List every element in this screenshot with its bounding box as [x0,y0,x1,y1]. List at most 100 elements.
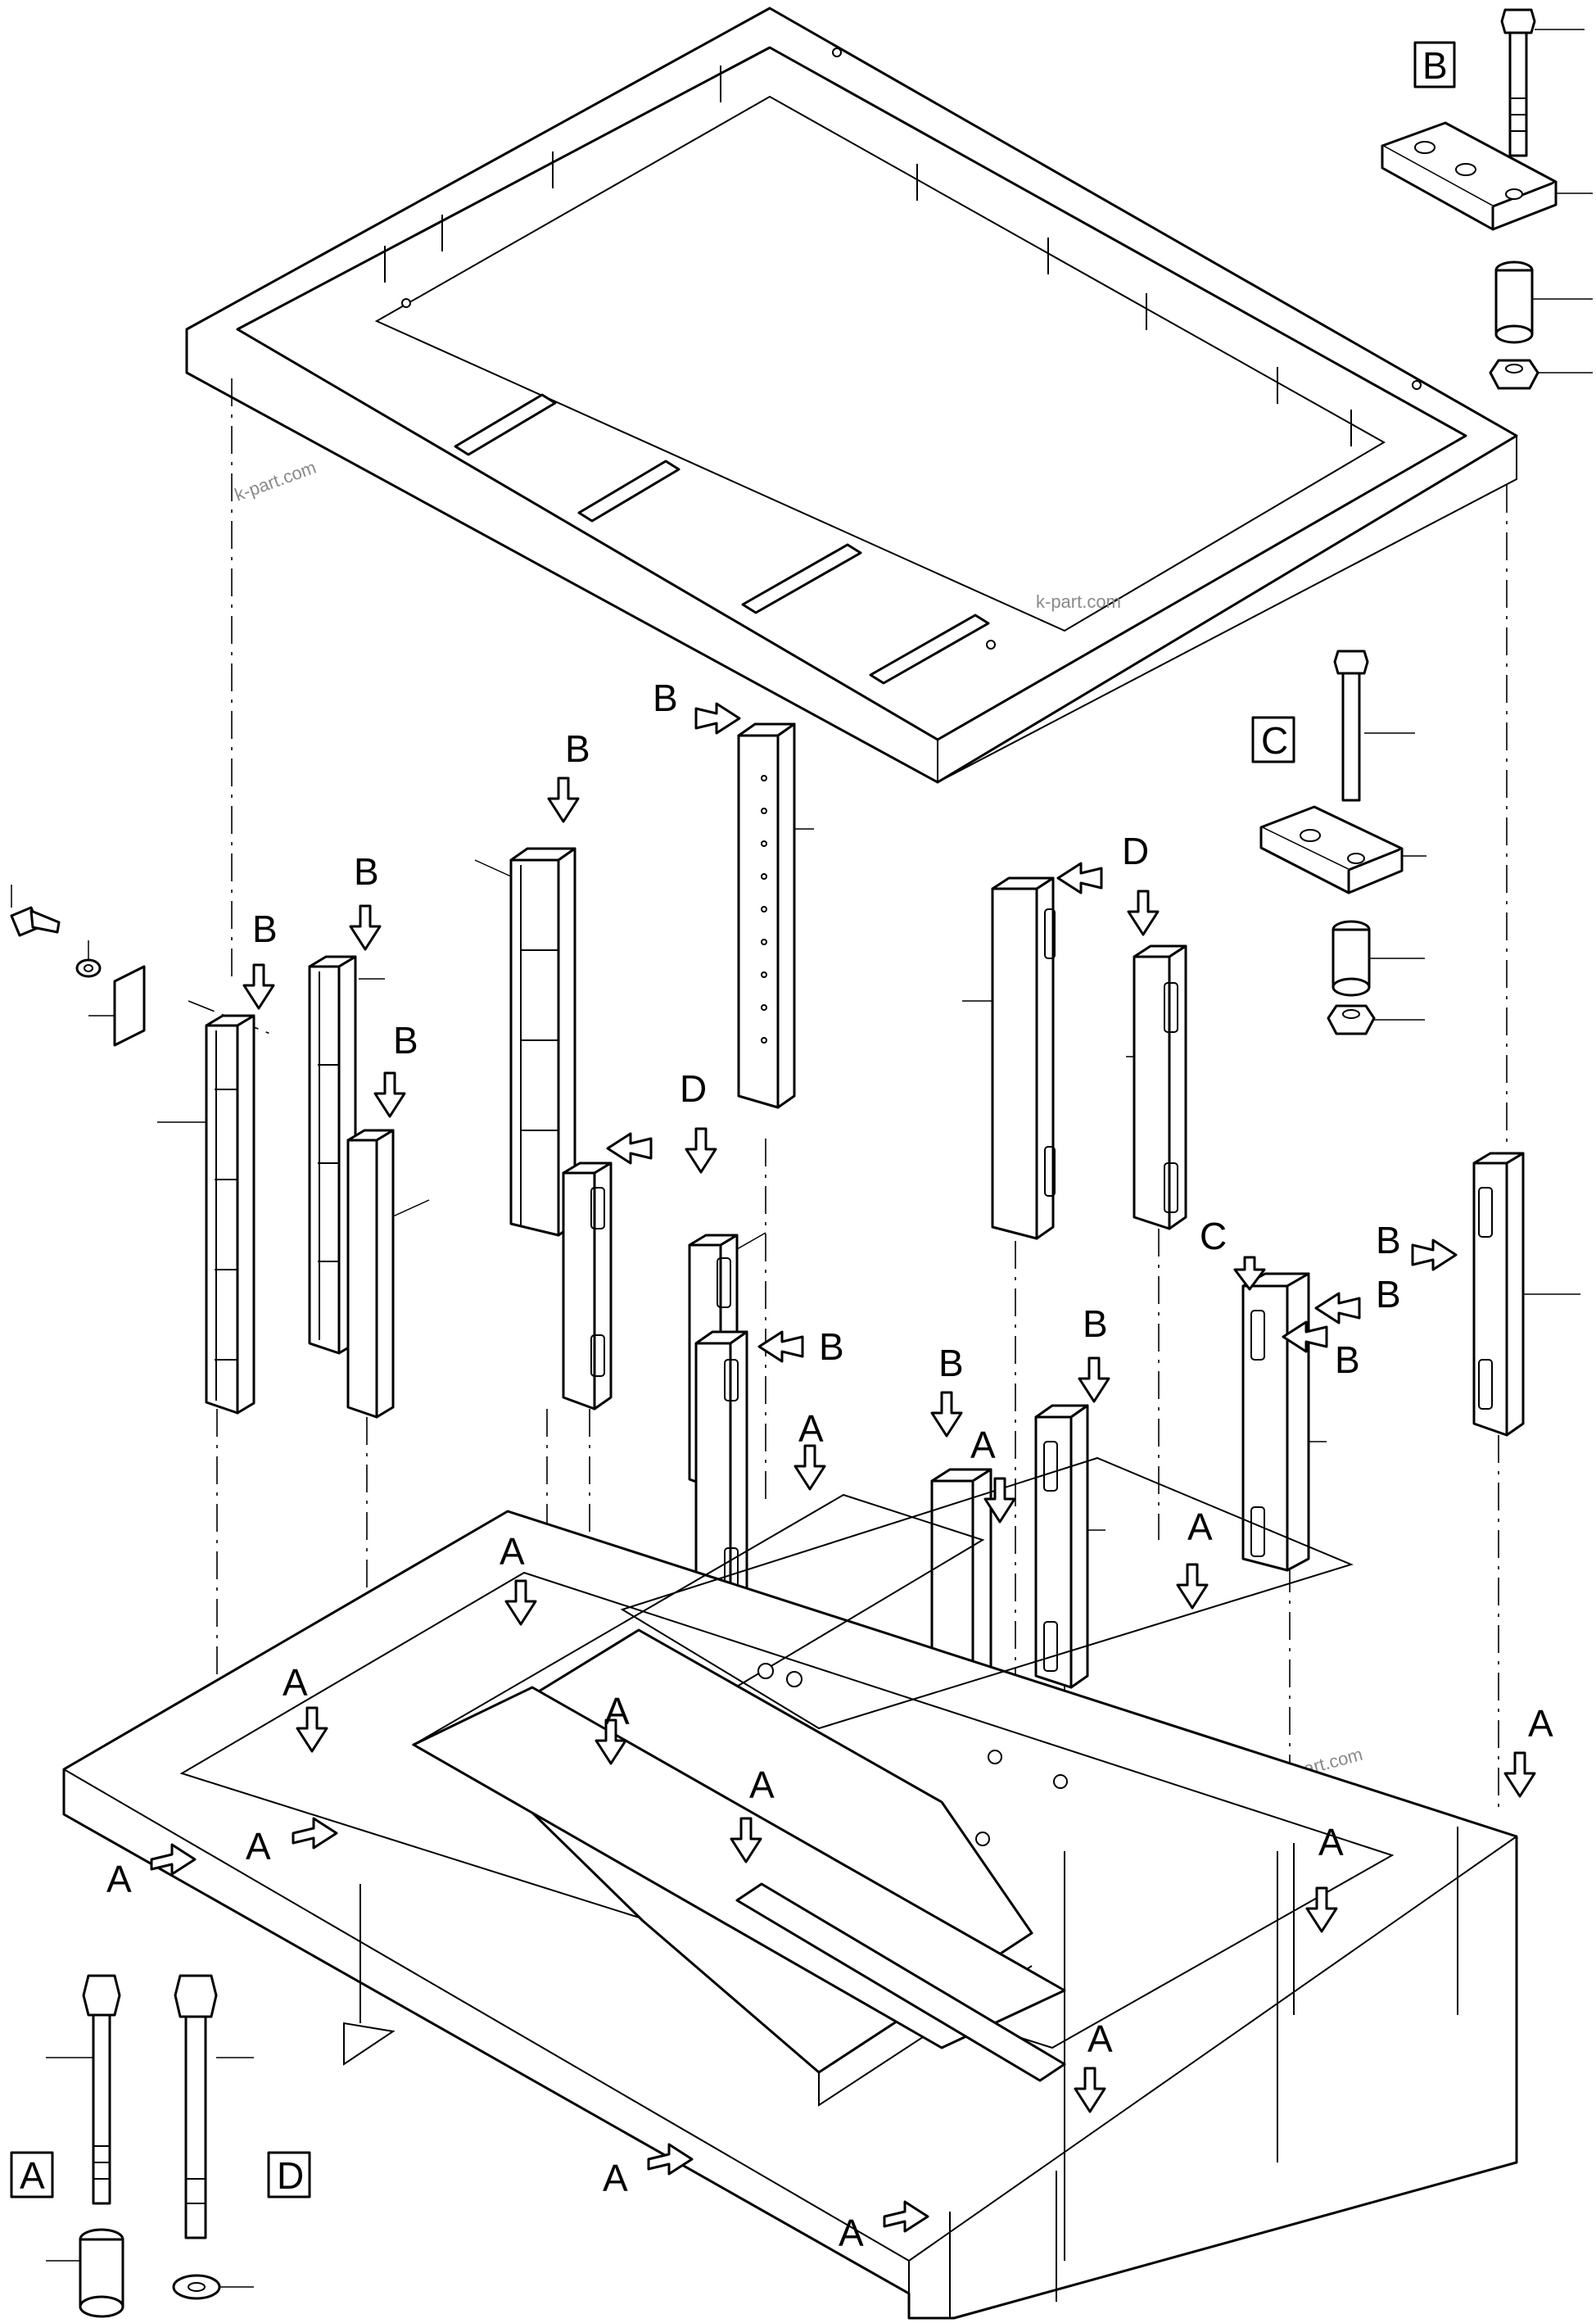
callout-arrow [1127,890,1160,936]
callout-label-a: A [839,2212,864,2254]
post-d-upper [991,876,1056,1240]
post-front-center [694,1330,748,1617]
screw-icon [10,906,61,937]
post-front-right [1034,1404,1089,1689]
callout-label-a: A [749,1764,775,1806]
callout-arrow [930,1391,963,1438]
frame-slats [454,393,990,685]
callout-arrow [694,702,741,735]
callout-label-b: B [252,908,278,950]
bolt-icon [174,1974,218,2239]
detail-box-label-c: C [1261,719,1288,762]
callout-label-a: A [500,1530,525,1573]
callout-arrow [1314,1292,1361,1325]
screw-assembly-left [10,885,206,1123]
callout-arrow [606,1132,653,1165]
callout-label-b: B [1376,1273,1401,1315]
washer-icon [75,958,102,978]
detail-box-a [10,2151,54,2198]
callout-arrow [1411,1238,1458,1271]
callout-arrow [1282,1320,1328,1353]
callout-arrow [242,963,275,1010]
post-ladder-tall [509,847,576,1237]
detail-a-d: A D [10,1974,311,2318]
post-d-second [1133,944,1187,1230]
callout-arrow [292,1817,338,1850]
callout-label-b: B [653,677,678,719]
callout-arrow [883,2200,929,2233]
bracket-icon [1381,121,1558,231]
callout-arrow [1056,862,1103,894]
callout-arrow [793,1444,826,1491]
callout-label-b: B [819,1325,844,1368]
detail-c: C [1251,650,1426,1035]
callout-label-b: B [1376,1219,1401,1261]
callout-arrow [647,2143,694,2176]
bolt-icon [1500,8,1536,157]
washer-icon [172,2274,221,2300]
bolt-icon [1333,650,1369,802]
bracket-icon [1259,805,1404,894]
watermark-text: k-part.com [1036,591,1121,612]
callout-arrow [504,1579,537,1626]
callout-arrow [547,777,580,823]
callout-label-b: B [1083,1302,1108,1345]
detail-box-label-d: D [277,2154,304,2197]
callout-arrow [983,1477,1016,1524]
callout-label-a: A [603,2157,628,2199]
callout-arrow [349,904,382,951]
spacer-icon [1332,920,1371,997]
callout-label-b: B [938,1342,964,1384]
detail-box-label-a: A [20,2154,45,2197]
bolt-icon [82,1974,121,2205]
callout-label-b: B [354,850,379,893]
callout-label-b: B [565,727,590,770]
nut-icon [1489,359,1539,390]
detail-box-label-b: B [1422,44,1448,87]
callout-label-a: A [246,1825,271,1868]
callout-arrow [685,1127,717,1174]
callout-label-a: A [970,1424,996,1466]
frame-ribs [384,66,1352,446]
detail-box-d [267,2151,311,2198]
callout-arrow [595,1718,627,1765]
nut-icon [1327,1004,1376,1035]
callout-arrow [150,1843,197,1876]
callouts: B B B B B B B B B B B C D D A [106,677,1553,2254]
callout-label-a: A [604,1690,630,1732]
spacer-icon [1494,260,1534,344]
callout-arrow [730,1817,762,1863]
callout-label-a: A [1187,1506,1213,1548]
callout-label-a: A [106,1858,132,1900]
callout-label-d: D [1122,830,1149,872]
callout-arrow [373,1071,406,1118]
callout-label-a: A [283,1661,308,1704]
callout-label-a: A [1087,2017,1113,2060]
callout-arrow [1233,1256,1266,1291]
callout-label-d: D [680,1067,707,1110]
post-slotted-fifth [562,1162,613,1411]
post-right [1472,1152,1525,1437]
callout-arrow [296,1706,328,1753]
detail-box-b [1413,41,1456,88]
callout-label-a: A [1528,1702,1553,1745]
top-frame [185,7,1518,784]
leader-lines [359,828,1580,1531]
post-plain-third [346,1129,395,1419]
callout-arrow [1176,1563,1209,1610]
post-holes-tall [737,722,796,1109]
spacer-icon [79,2228,124,2318]
callout-arrow [1305,1886,1338,1933]
watermark-text: k-part.com [232,457,319,505]
post-c-b [1241,1272,1310,1572]
callout-arrow [1503,1751,1536,1798]
callout-label-c: C [1200,1215,1227,1257]
detail-b: B [1381,8,1593,390]
callout-arrow [1078,1356,1110,1403]
callout-label-b: B [1335,1338,1360,1381]
callout-label-b: B [393,1019,418,1062]
detail-box-c [1251,716,1295,763]
post-ladder-left [205,1014,255,1415]
callout-label-a: A [1318,1821,1344,1863]
